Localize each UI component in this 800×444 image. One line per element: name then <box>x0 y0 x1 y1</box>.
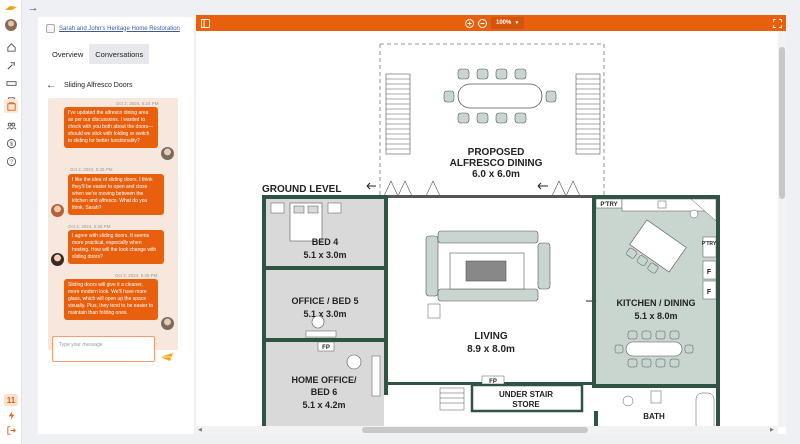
horizontal-scroll-thumb[interactable] <box>362 427 588 433</box>
send-button[interactable] <box>159 351 175 362</box>
app-logo-icon <box>5 6 17 10</box>
message-timestamp: Oct 2, 2024, 5:25 PM <box>115 273 158 278</box>
office-label: OFFICE / BED 5 <box>291 296 358 306</box>
understair-label-2: STORE <box>512 400 540 409</box>
office-size: 5.1 x 3.0m <box>303 309 346 319</box>
scroll-right-icon[interactable]: ▶ <box>770 427 774 433</box>
message-bubble: I like the idea of sliding doors. I thin… <box>68 174 164 215</box>
fp-label-2: FP <box>489 379 497 385</box>
horizontal-scrollbar[interactable] <box>196 426 778 434</box>
svg-text:?: ? <box>9 159 12 165</box>
fridge-label-2: F <box>707 289 712 296</box>
message-thread[interactable]: Oct 2, 2024, 5:24 PM I've updated the al… <box>48 98 178 350</box>
floor-plan: PROPOSED ALFRESCO DINING 6.0 x 6.0m GROU… <box>262 43 720 434</box>
bed4-room <box>266 199 384 266</box>
homeoffice-room <box>266 342 384 434</box>
avatar <box>161 317 174 330</box>
help-icon[interactable]: ? <box>4 155 18 167</box>
office-room <box>266 270 384 338</box>
conversation-title: Sliding Alfresco Doors <box>64 82 133 89</box>
message-timestamp: Oct 2, 2024, 5:25 PM <box>68 224 111 229</box>
alfresco-size: 6.0 x 6.0m <box>472 169 520 180</box>
ptry-label-2: P'TRY <box>702 241 717 247</box>
project-link[interactable]: Sarah and John's Heritage Home Restorati… <box>46 24 180 33</box>
living-size: 8.9 x 8.0m <box>467 344 515 355</box>
kitchen-size: 5.1 x 8.0m <box>634 311 677 321</box>
arrow-left-icon <box>537 182 548 190</box>
kitchen-label: KITCHEN / DINING <box>616 298 695 308</box>
ground-level-label: GROUND LEVEL <box>262 184 341 195</box>
zoom-select[interactable]: 100% ▼ <box>491 17 525 29</box>
avatar <box>51 204 64 217</box>
send-icon <box>160 352 173 361</box>
living-label: LIVING <box>474 331 508 342</box>
alfresco-label: PROPOSED <box>468 147 525 158</box>
ruler-icon[interactable] <box>4 77 18 89</box>
message-bubble: Sliding doors will give it a cleaner, mo… <box>64 279 158 320</box>
stairs-left <box>385 73 411 155</box>
collapse-arrow-icon[interactable]: → <box>27 2 39 14</box>
fridge-label: F <box>707 269 712 276</box>
logout-icon[interactable] <box>4 424 18 436</box>
hammer-icon[interactable] <box>4 59 18 71</box>
bed4-size: 5.1 x 3.0m <box>303 250 346 260</box>
icon-rail: $ ? 11 <box>0 0 22 444</box>
svg-text:$: $ <box>9 141 12 147</box>
arrow-left-icon <box>366 182 376 190</box>
living-furniture <box>425 230 551 302</box>
zoom-level: 100% <box>496 20 512 26</box>
user-avatar[interactable] <box>5 19 17 31</box>
project-name[interactable]: Sarah and John's Heritage Home Restorati… <box>59 25 180 32</box>
bolt-icon[interactable] <box>4 409 18 421</box>
avatar <box>161 147 174 160</box>
alfresco-dining-table <box>443 68 557 124</box>
tab-overview[interactable]: Overview <box>52 49 84 59</box>
message-timestamp: Oct 2, 2024, 5:24 PM <box>116 101 159 106</box>
projects-icon[interactable] <box>4 99 18 113</box>
project-thumbnail-icon <box>46 24 55 33</box>
notification-badge[interactable]: 11 <box>4 394 18 406</box>
team-icon[interactable] <box>4 119 18 131</box>
zoom-in-icon[interactable] <box>464 18 474 28</box>
tab-conversations[interactable]: Conversations <box>89 44 150 64</box>
billing-icon[interactable]: $ <box>4 137 18 149</box>
message-timestamp: Oct 2, 2024, 5:25 PM <box>70 167 113 172</box>
bath-label: BATH <box>643 412 665 421</box>
bed4-label: BED 4 <box>312 237 339 247</box>
conversation-panel: Sarah and John's Heritage Home Restorati… <box>38 17 194 434</box>
homeoffice-label-2: BED 6 <box>311 387 338 397</box>
avatar <box>51 253 64 266</box>
vertical-scroll-thumb[interactable] <box>779 47 785 199</box>
back-arrow-icon[interactable]: ← <box>46 80 56 91</box>
ptry-label: P'TRY <box>600 202 617 208</box>
kitchen-island <box>626 219 687 274</box>
understair-label: UNDER STAIR <box>499 390 553 399</box>
homeoffice-label: HOME OFFICE/ <box>292 375 357 385</box>
chevron-down-icon: ▼ <box>514 20 520 26</box>
floor-plan-canvas[interactable]: PROPOSED ALFRESCO DINING 6.0 x 6.0m GROU… <box>196 31 786 434</box>
zoom-out-icon[interactable] <box>477 18 487 28</box>
home-icon[interactable] <box>4 41 18 53</box>
sidebar-toggle-icon[interactable] <box>200 18 210 28</box>
message-bubble: I've updated the alfresco dining area as… <box>64 107 158 148</box>
panel-tabs: Overview Conversations <box>46 44 150 64</box>
message-bubble: I agree with sliding doors. It seems mor… <box>68 230 164 264</box>
scroll-left-icon[interactable]: ◀ <box>198 427 202 433</box>
stairs-right <box>575 73 601 155</box>
fullscreen-icon[interactable] <box>772 18 782 28</box>
vertical-scrollbar[interactable] <box>778 31 786 427</box>
alfresco-label-2: ALFRESCO DINING <box>450 158 543 169</box>
fp-label: FP <box>322 345 330 351</box>
homeoffice-size: 5.1 x 4.2m <box>302 400 345 410</box>
viewer-toolbar: 100% ▼ <box>196 15 786 31</box>
message-input[interactable]: Type your message <box>52 336 155 362</box>
conversation-header: ← Sliding Alfresco Doors <box>46 80 132 91</box>
